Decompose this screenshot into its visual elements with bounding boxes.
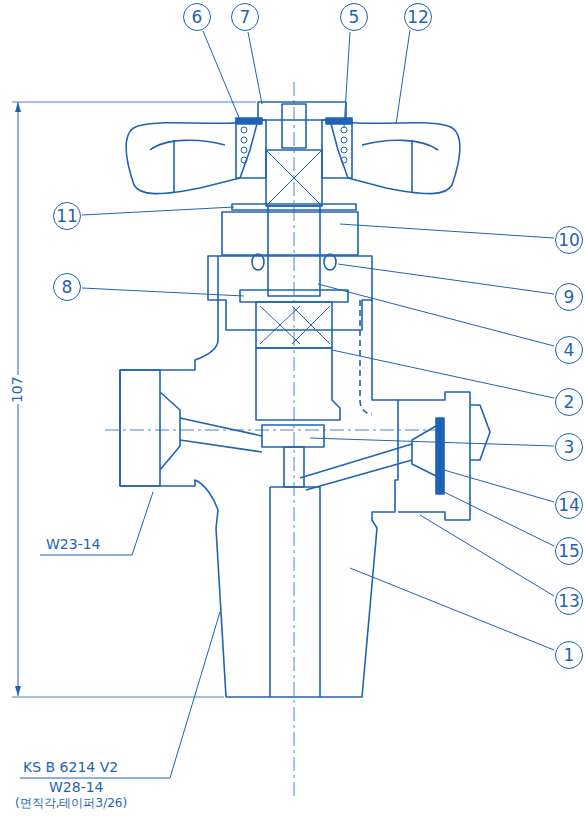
callout-circle: 14 [555,491,583,519]
callout-number: 13 [558,593,580,610]
callout-circle: 8 [53,273,81,301]
callout-circle: 11 [53,202,81,230]
callout-circle: 13 [555,587,583,615]
standard-label: KS B 6214 V2 [22,760,119,775]
callout-number: 8 [62,279,73,296]
callout-circle: 7 [231,3,259,31]
callout-number: 12 [407,9,429,26]
callout-number: 6 [192,9,203,26]
callout-circle: 6 [183,3,211,31]
callout-circle: 1 [555,641,583,669]
callout-number: 15 [558,543,580,560]
callout-number: 10 [558,232,580,249]
dimension-text: 107 [10,376,25,405]
callout-circle: 4 [555,336,583,364]
callout-number: 7 [240,9,251,26]
thread-label: W23-14 [45,537,102,552]
callout-circle: 12 [404,3,432,31]
callout-number: 14 [558,497,580,514]
callout-number: 5 [349,9,360,26]
callout-number: 3 [564,439,575,456]
note-text: (면직각,테이퍼3/26) [14,797,128,810]
callout-circle: 2 [555,388,583,416]
callout-number: 4 [564,342,575,359]
callout-number: 9 [564,289,575,306]
callout-circle: 5 [340,3,368,31]
callout-circle: 10 [555,226,583,254]
callout-circle: 3 [555,433,583,461]
callout-number: 1 [564,647,575,664]
thread-label: W28-14 [48,780,105,795]
callout-circle: 15 [555,537,583,565]
callout-number: 2 [564,394,575,411]
callout-circle: 9 [555,283,583,311]
callout-number: 11 [56,208,78,225]
